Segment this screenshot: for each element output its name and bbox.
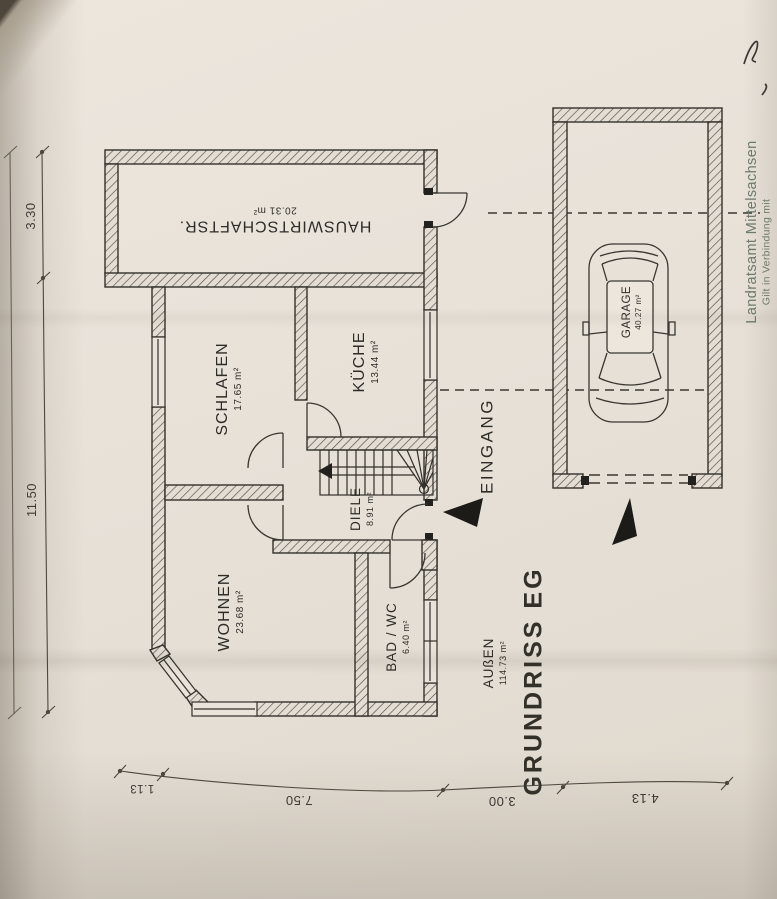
dimension-label-left-2: 11.50: [23, 482, 39, 518]
room-area: 20.31 m²: [253, 204, 297, 216]
outdoor-name: AUßEN: [480, 637, 496, 689]
room-name: HAUSWIRTSCHAFTSR.: [178, 217, 372, 235]
room-name: DIELE: [347, 486, 363, 532]
dimension-label-bottom-1: 1.13: [129, 782, 155, 795]
room-name: GARAGE: [620, 285, 633, 339]
room-area: 13.44 m²: [369, 340, 381, 384]
room-label-hauswirtschaftsraum: HAUSWIRTSCHAFTSR. 20.31 m²: [179, 203, 372, 236]
room-area: 8.91 m²: [364, 492, 375, 527]
handwritten-mark: [743, 40, 768, 96]
room-name: BAD / WC: [383, 602, 399, 672]
walls: [104, 107, 723, 717]
room-label-diele: DIELE 8.91 m²: [348, 487, 376, 531]
car-top-view: [582, 243, 676, 423]
room-area: 40.27 m²: [634, 294, 644, 330]
dimension-label-left-1: 3.30: [22, 202, 38, 230]
dimension-label-bottom-4: 4.13: [631, 791, 659, 807]
room-name: SCHLAFEN: [213, 342, 231, 436]
entrance-label: EINGANG: [477, 398, 497, 494]
dimension-lines: [3, 145, 734, 798]
stamp-authority-line: Landratsamt Mittelsachsen: [743, 140, 760, 324]
room-area: 17.65 m²: [232, 367, 244, 411]
doors: [247, 192, 688, 589]
room-label-kueche: KÜCHE 13.44 m²: [350, 331, 383, 392]
door-frame-blocks: [424, 188, 696, 540]
room-label-schlafen: SCHLAFEN 17.65 m²: [213, 342, 246, 435]
windows: [151, 309, 438, 717]
garage-door-dashed: [589, 474, 688, 484]
room-area: 23.68 m²: [234, 590, 246, 634]
dimension-label-bottom-3: 3.00: [488, 794, 516, 810]
plan-title: GRUNDRISS EG: [519, 566, 548, 796]
room-area: 6.40 m²: [400, 619, 411, 655]
outdoor-area: 114.73 m²: [497, 640, 508, 686]
room-label-bad-wc: BAD / WC 6.40 m²: [384, 602, 412, 672]
room-name: KÜCHE: [350, 331, 368, 393]
outdoor-area-label: AUßEN 114.73 m²: [481, 638, 509, 689]
direction-arrows: [443, 498, 637, 545]
stairs: [318, 449, 434, 496]
room-label-garage: GARAGE 40.27 m²: [620, 286, 644, 338]
room-name: WOHNEN: [215, 572, 233, 652]
stamp-validity-line: Gilt in Verbindung mit: [760, 198, 773, 306]
dimension-label-bottom-2: 7.50: [285, 793, 313, 809]
entrance-arrow-icon: [443, 498, 483, 527]
room-label-wohnen: WOHNEN 23.68 m²: [215, 573, 248, 652]
garage-arrow-icon: [612, 498, 637, 545]
